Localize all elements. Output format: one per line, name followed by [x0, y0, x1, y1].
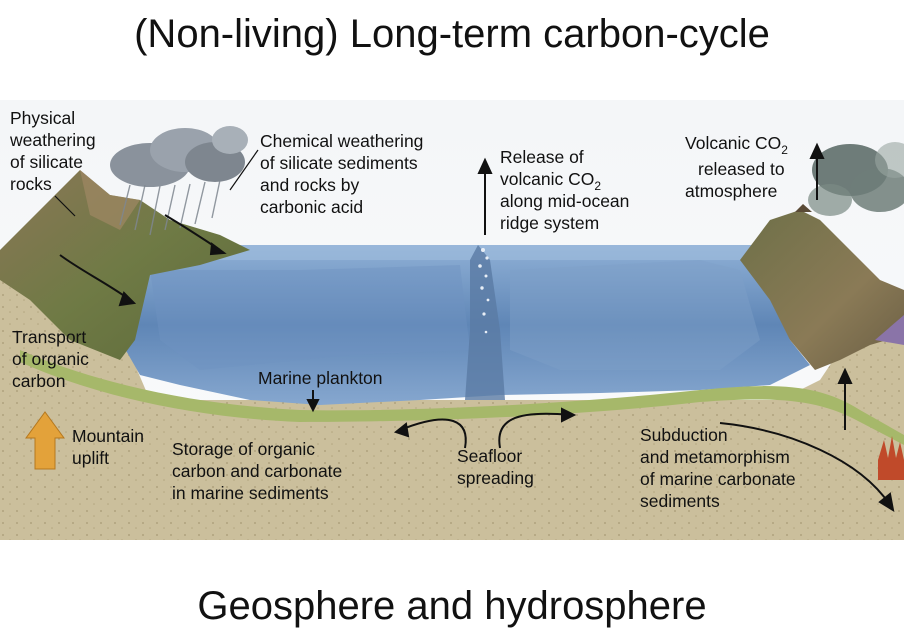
rain-cloud	[110, 126, 248, 236]
label-chemical-weathering: Chemical weathering of silicate sediment…	[260, 131, 428, 217]
page-title: (Non-living) Long-term carbon-cycle	[134, 12, 770, 56]
carbon-cycle-diagram: Physical weathering of silicate rocks Ch…	[0, 100, 904, 540]
label-physical-weathering: Physical weathering of silicate rocks	[9, 108, 101, 194]
right-mountain	[740, 210, 904, 370]
label-mountain-uplift: Mountain uplift	[72, 426, 149, 468]
right-volcano-vent	[795, 204, 812, 212]
label-volcanic-released: Volcanic CO2 released to atmosphere	[685, 133, 793, 201]
ridge-bubbles	[478, 248, 490, 334]
ocean-surface	[130, 245, 762, 260]
mountain-uplift-arrow	[25, 411, 65, 470]
spreading-left-arrow	[399, 418, 467, 449]
label-marine-plankton: Marine plankton	[258, 368, 383, 388]
label-subduction: Subduction and metamorphism of marine ca…	[640, 425, 801, 511]
ocean	[120, 245, 810, 405]
label-seafloor-spreading: Seafloor spreading	[457, 446, 534, 488]
red-vegetation	[878, 436, 904, 480]
label-release-volcanic: Release of volcanic CO2 along mid-ocean …	[500, 147, 634, 233]
organic-sediment-layer	[20, 350, 904, 445]
subduction-arrow	[719, 422, 891, 506]
sediment-layer	[0, 250, 904, 540]
ocean-shading-left	[150, 265, 470, 370]
arrows	[54, 142, 895, 513]
volcanic-plume	[808, 142, 904, 216]
spreading-right-arrow	[498, 412, 571, 449]
left-mountain	[0, 170, 250, 360]
physical-leader	[54, 195, 76, 217]
mid-ocean-ridge	[465, 245, 505, 400]
footer-caption: Geosphere and hydrosphere	[197, 584, 707, 628]
label-storage: Storage of organic carbon and carbonate …	[172, 439, 347, 503]
left-mountain-highlight	[80, 170, 140, 230]
right-purple-strata	[875, 315, 904, 345]
chemical-leader	[229, 149, 259, 191]
label-transport-organic: Transport of organic carbon	[12, 327, 94, 391]
ocean-shading-right	[510, 260, 760, 370]
